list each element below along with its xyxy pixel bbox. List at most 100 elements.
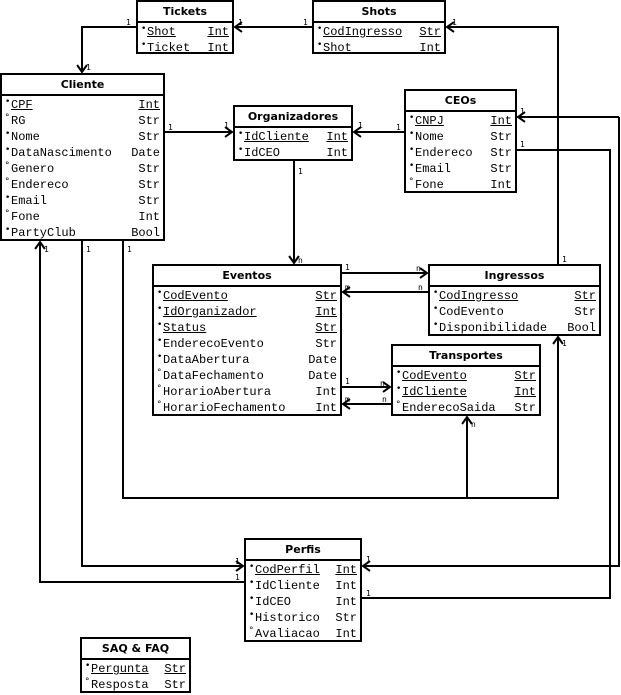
attribute-name: CodEvento bbox=[163, 289, 228, 303]
attribute-name: CodEvento bbox=[439, 305, 504, 319]
required-marker-icon: • bbox=[249, 578, 255, 588]
arrowhead-icon bbox=[233, 21, 243, 33]
required-marker-icon: • bbox=[238, 145, 244, 155]
attribute-type: Bool bbox=[131, 226, 160, 240]
attribute-name: CodIngresso bbox=[439, 289, 519, 303]
cardinality-label: 1 bbox=[345, 263, 350, 272]
optional-marker-icon: ° bbox=[409, 177, 414, 187]
required-marker-icon: • bbox=[5, 145, 11, 155]
line-ceos-perfis bbox=[363, 117, 620, 567]
optional-marker-icon: ° bbox=[5, 209, 10, 219]
line-ingressos-shots bbox=[447, 26, 559, 264]
attribute-name: Nome bbox=[415, 130, 444, 144]
optional-marker-icon: ° bbox=[157, 384, 162, 394]
line-perfis-ceos bbox=[362, 149, 611, 599]
attribute-type: Str bbox=[138, 194, 160, 208]
line-cliente-perfis bbox=[81, 241, 243, 567]
arrowhead-icon bbox=[552, 335, 564, 345]
attribute-name: Endereco bbox=[11, 178, 69, 192]
cardinality-label: 1 bbox=[345, 377, 350, 386]
cardinality-label: n bbox=[471, 420, 476, 429]
attribute-name: IdCliente bbox=[244, 130, 309, 144]
attribute-type: Str bbox=[138, 114, 160, 128]
attribute-type: Int bbox=[207, 41, 229, 55]
attribute-type: Str bbox=[164, 678, 186, 692]
arrowhead-icon bbox=[288, 255, 300, 265]
attribute-name: Status bbox=[163, 321, 207, 335]
arrowhead-icon bbox=[341, 398, 351, 410]
attribute-row: •IdCliente Int bbox=[249, 578, 357, 594]
attribute-name: IdCliente bbox=[402, 385, 467, 399]
attribute-type: Int bbox=[490, 114, 512, 128]
required-marker-icon: • bbox=[85, 661, 91, 671]
required-marker-icon: • bbox=[317, 40, 323, 50]
attribute-type: Str bbox=[514, 369, 536, 383]
entity-title: Shots bbox=[314, 2, 444, 23]
attribute-type: Int bbox=[419, 41, 441, 55]
cardinality-label: 1 bbox=[366, 589, 371, 598]
attribute-name: Shot bbox=[147, 25, 176, 39]
attribute-type: Int bbox=[138, 210, 160, 224]
required-marker-icon: • bbox=[409, 113, 415, 123]
cardinality-label: n bbox=[382, 395, 387, 404]
attribute-type: Str bbox=[574, 305, 596, 319]
required-marker-icon: • bbox=[249, 610, 255, 620]
arrowhead-icon bbox=[352, 126, 362, 138]
line-tickets-cliente bbox=[81, 26, 136, 72]
cardinality-label: n bbox=[416, 264, 421, 273]
cardinality-label: 1 bbox=[396, 123, 401, 132]
cardinality-label: 1 bbox=[298, 167, 303, 176]
optional-marker-icon: ° bbox=[5, 177, 10, 187]
cardinality-label: 1 bbox=[303, 18, 308, 27]
required-marker-icon: • bbox=[433, 288, 439, 298]
required-marker-icon: • bbox=[157, 352, 163, 362]
attribute-name: Endereco bbox=[415, 146, 473, 160]
attribute-name: CodIngresso bbox=[323, 25, 403, 39]
cardinality-label: 1 bbox=[358, 121, 363, 130]
cardinality-label: m bbox=[345, 283, 350, 292]
attribute-name: PartyClub bbox=[11, 226, 76, 240]
attribute-name: Avaliacao bbox=[255, 627, 320, 641]
attribute-name: IdCEO bbox=[244, 146, 281, 160]
attribute-name: IdCliente bbox=[255, 579, 320, 593]
entity-title: Transportes bbox=[393, 346, 539, 367]
attribute-name: EnderecoEvento bbox=[163, 337, 264, 351]
cardinality-label: 1 bbox=[224, 121, 229, 130]
arrowhead-icon bbox=[34, 240, 46, 250]
required-marker-icon: • bbox=[433, 320, 439, 330]
arrowhead-icon bbox=[224, 126, 234, 138]
cardinality-label: 1 bbox=[520, 107, 525, 116]
attribute-name: Pergunta bbox=[91, 662, 149, 676]
attribute-name: Historico bbox=[255, 611, 320, 625]
attribute-type: Str bbox=[138, 130, 160, 144]
attribute-type: Int bbox=[335, 579, 357, 593]
